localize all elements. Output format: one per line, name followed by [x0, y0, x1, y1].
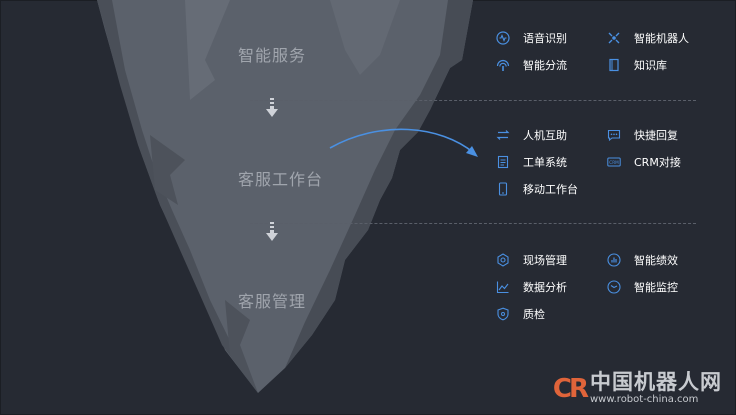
funnel-facet-3 [150, 135, 185, 205]
feature-label: 智能分流 [523, 59, 567, 72]
feature-item: 智能分流 [496, 57, 567, 73]
mobile-icon [496, 182, 510, 196]
shield-icon [496, 307, 510, 321]
document-icon [496, 155, 510, 169]
funnel-shadow-right [285, 0, 473, 368]
feature-label: 人机互助 [523, 129, 567, 142]
svg-text:CRM: CRM [609, 160, 619, 165]
feature-label: 知识库 [634, 59, 667, 72]
watermark-url: www.robot-china.com [590, 394, 699, 405]
feature-label: 工单系统 [523, 156, 567, 169]
feature-label: 智能机器人 [634, 32, 689, 45]
feature-item: 工单系统 [496, 154, 567, 170]
voice-wave-icon [496, 31, 510, 45]
watermark-name: 中国机器人网 [590, 370, 722, 394]
feature-label: 智能监控 [634, 281, 678, 294]
feature-item: 质检 [496, 306, 545, 322]
stage-label-service-management: 客服管理 [238, 292, 307, 311]
stage-label-smart-service: 智能服务 [238, 46, 307, 65]
feature-label: 质检 [523, 308, 545, 321]
feature-label: 智能绩效 [634, 254, 678, 267]
monitor-icon [607, 280, 621, 294]
funnel-facet-4 [225, 300, 258, 393]
feature-item: 智能机器人 [607, 30, 689, 46]
curved-arrow-head [466, 146, 478, 157]
feature-label: 数据分析 [523, 281, 567, 294]
swap-icon [496, 128, 510, 142]
feature-item: 智能绩效 [607, 252, 678, 268]
signal-icon [496, 58, 510, 72]
divider-2 [250, 223, 696, 224]
line-chart-icon [496, 280, 510, 294]
bar-chart-icon [607, 253, 621, 267]
feature-item: 移动工作台 [496, 181, 578, 197]
watermark: CR 中国机器人网 www.robot-china.com [553, 372, 722, 405]
stage-label-agent-workbench: 客服工作台 [238, 170, 324, 189]
feature-item: 快捷回复 [607, 127, 678, 143]
divider-1 [250, 100, 696, 101]
feature-item: 人机互助 [496, 127, 567, 143]
watermark-logo: CR [552, 373, 589, 404]
feature-label: 语音识别 [523, 32, 567, 45]
feature-label: 移动工作台 [523, 183, 578, 196]
feature-item: 数据分析 [496, 279, 567, 295]
feature-label: 快捷回复 [634, 129, 678, 142]
curved-arrow [329, 128, 475, 154]
book-icon [607, 58, 621, 72]
feature-label: 现场管理 [523, 254, 567, 267]
funnel-shadow-left [97, 0, 258, 393]
feature-item: 现场管理 [496, 252, 567, 268]
feature-item: 智能监控 [607, 279, 678, 295]
down-arrow-icon [266, 222, 278, 241]
robot-icon [607, 31, 621, 45]
down-arrow-icon [266, 98, 278, 117]
feature-label: CRM对接 [634, 156, 681, 169]
crm-icon: CRM [607, 155, 621, 169]
feature-item: CRM CRM对接 [607, 154, 681, 170]
chat-icon [607, 128, 621, 142]
feature-item: 语音识别 [496, 30, 567, 46]
funnel-facet [185, 0, 230, 100]
feature-item: 知识库 [607, 57, 667, 73]
gear-icon [496, 253, 510, 267]
funnel-facet-2 [330, 0, 400, 75]
